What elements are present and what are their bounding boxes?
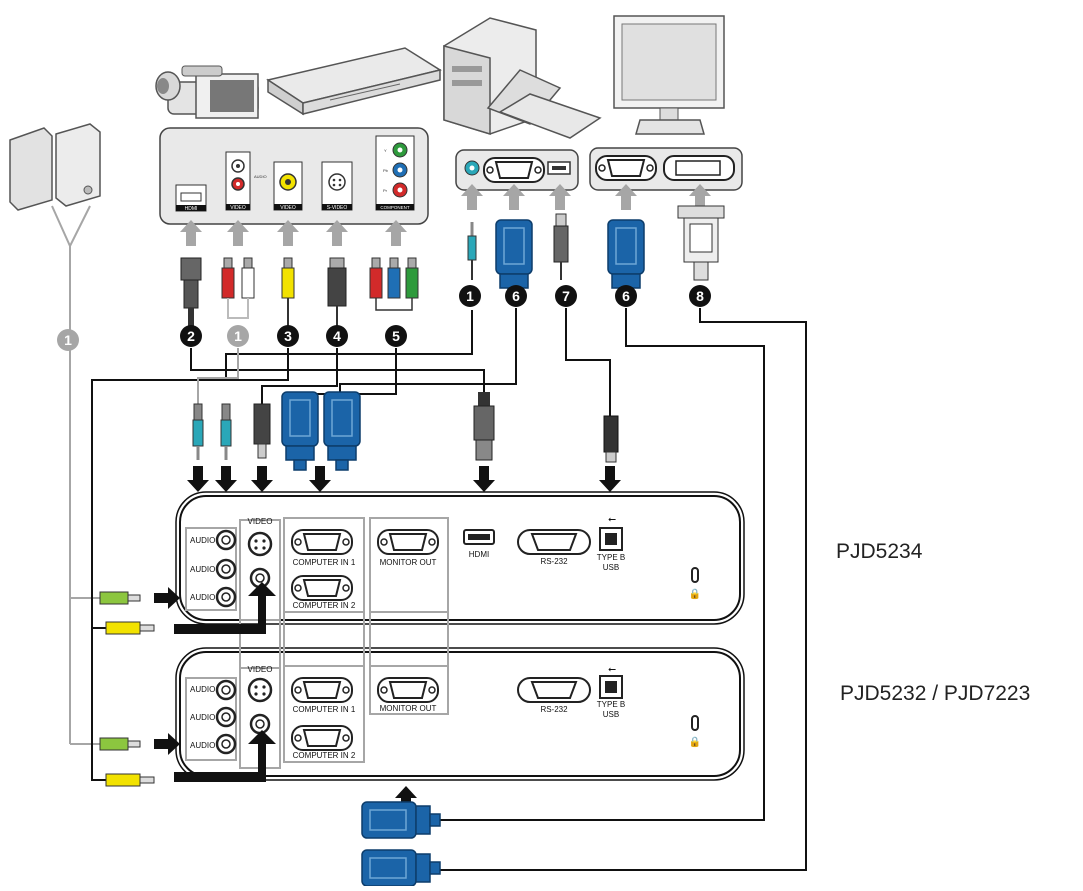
svg-text:COMPUTER IN 2: COMPUTER IN 2: [293, 751, 356, 760]
svg-text:3: 3: [284, 328, 292, 344]
monitor-port-panel: [590, 148, 742, 190]
audio-rca-plugs: [222, 258, 254, 318]
svg-text:5: 5: [392, 328, 400, 344]
speakers: [10, 124, 100, 210]
vga-plug-bottom-1: [362, 802, 440, 838]
svg-text:VIDEO: VIDEO: [230, 205, 246, 211]
callout-2: 2: [180, 325, 202, 347]
svg-text:USB: USB: [603, 563, 619, 572]
svg-text:TYPE B: TYPE B: [597, 700, 625, 709]
model-label-pjd5234: PJD5234: [836, 540, 922, 564]
svg-text:2: 2: [187, 328, 195, 344]
svg-text:1: 1: [64, 332, 72, 348]
callout-7: 7: [555, 285, 577, 307]
vga-plug-bottom-2: [362, 850, 440, 886]
callout-4: 4: [326, 325, 348, 347]
callout-3: 3: [277, 325, 299, 347]
monitor: [614, 16, 724, 134]
svg-text:COMPONENT: COMPONENT: [380, 205, 410, 210]
svg-text:MONITOR OUT: MONITOR OUT: [380, 704, 437, 713]
usb-plug-lower: [604, 416, 618, 462]
audio-in-plugs: [193, 404, 231, 460]
svg-text:RS-232: RS-232: [540, 557, 568, 566]
svg-text:HDMI: HDMI: [469, 550, 489, 559]
dvd-player: [268, 48, 440, 114]
callout-8: 8: [689, 285, 711, 307]
dvi-plug: [678, 206, 724, 280]
svg-text:Pb: Pb: [383, 168, 389, 173]
model-label-pjd5232-pjd7223: PJD5232 / PJD7223: [840, 682, 1030, 706]
svg-text:8: 8: [696, 288, 704, 304]
hdmi-plug-lower: [474, 392, 494, 460]
svg-text:1: 1: [466, 288, 474, 304]
svg-text:COMPUTER IN 1: COMPUTER IN 1: [293, 705, 356, 714]
pc-port-panel: [456, 150, 578, 190]
video-out-plugs: [92, 622, 154, 786]
callout-6-monitor: 6: [615, 285, 637, 307]
svg-text:AUDIO: AUDIO: [254, 174, 267, 179]
hdmi-cable-plug: [181, 258, 201, 328]
video-rca-plug: [282, 258, 294, 330]
component-plugs: [370, 258, 418, 310]
svg-text:Pr: Pr: [383, 188, 388, 193]
callout-1-audio: 1: [227, 325, 249, 347]
vga-plugs-lower: [282, 392, 360, 470]
callout-1-speaker: 1: [57, 329, 79, 351]
svg-text:USB: USB: [603, 710, 619, 719]
callout-6-pc: 6: [505, 285, 527, 307]
svg-text:4: 4: [333, 328, 341, 344]
av-source-panel: HDMI VIDEO AUDIO VIDEO S-VIDEO Y Pb Pr C…: [160, 128, 428, 224]
svideo-plug-lower: [254, 404, 270, 458]
svg-text:⭠: ⭠: [608, 514, 616, 525]
svg-text:TYPE B: TYPE B: [597, 553, 625, 562]
svg-text:VIDEO: VIDEO: [280, 205, 296, 211]
svg-text:COMPUTER IN 2: COMPUTER IN 2: [293, 601, 356, 610]
svg-text:MONITOR OUT: MONITOR OUT: [380, 558, 437, 567]
svideo-plug: [328, 258, 346, 330]
svg-text:7: 7: [562, 288, 570, 304]
svg-text:⭠: ⭠: [608, 664, 616, 675]
svg-text:6: 6: [622, 288, 630, 304]
audio-mini-plug: [468, 222, 476, 280]
svg-text:COMPUTER IN 1: COMPUTER IN 1: [293, 558, 356, 567]
camcorder: [156, 66, 258, 118]
panel-hdmi-label: HDMI: [185, 206, 198, 212]
usb-plug: [554, 214, 568, 280]
svg-text:S-VIDEO: S-VIDEO: [327, 205, 348, 211]
callout-1-pc-audio: 1: [459, 285, 481, 307]
routing-gray-wires: [198, 348, 238, 404]
svg-text:VIDEO: VIDEO: [248, 665, 273, 674]
svg-text:RS-232: RS-232: [540, 705, 568, 714]
callout-5: 5: [385, 325, 407, 347]
svg-text:6: 6: [512, 288, 520, 304]
svg-text:🔒: 🔒: [689, 736, 701, 748]
audio-out-plugs: [100, 592, 140, 750]
svg-text:VIDEO: VIDEO: [248, 517, 273, 526]
input-arrows: [187, 466, 621, 492]
svg-text:🔒: 🔒: [689, 588, 701, 600]
svg-text:1: 1: [234, 328, 242, 344]
svg-text:Y: Y: [384, 148, 387, 153]
